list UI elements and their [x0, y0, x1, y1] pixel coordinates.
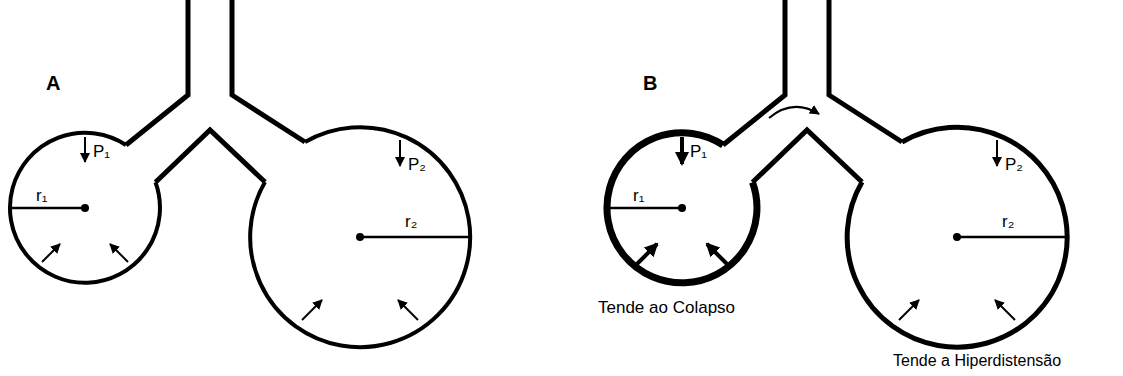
large-alveolus — [250, 127, 470, 347]
pressure-arrow — [707, 244, 727, 264]
pressure-label: P₂ — [408, 155, 426, 175]
pressure-arrow — [84, 137, 86, 162]
radius-line — [607, 207, 682, 210]
label-holder: r₁ — [36, 186, 47, 206]
pressure-arrow — [302, 300, 322, 320]
center-dot — [953, 233, 961, 241]
label-holder: r₁ — [633, 186, 644, 206]
caption-note: Tende ao Colapso — [598, 298, 735, 318]
label-holder: A — [46, 72, 60, 95]
radius-line — [360, 236, 470, 239]
label-holder: P₁ — [690, 142, 707, 162]
pressure-arrow — [996, 140, 998, 166]
pressure-arrows — [769, 107, 1015, 320]
pressure-arrow — [899, 300, 919, 320]
pressure-arrow — [637, 244, 657, 264]
pressure-label: P₁ — [93, 142, 110, 162]
radius-line — [957, 236, 1067, 239]
radius-label: r₁ — [633, 186, 644, 206]
center-dot — [678, 204, 686, 212]
panel-b-drawing — [607, 0, 1067, 347]
radius-label: r₂ — [1002, 212, 1014, 232]
label-holder: P₁ — [93, 142, 110, 162]
label-holder: r₂ — [405, 212, 417, 232]
airway-wall — [753, 130, 863, 182]
label-holder: P₂ — [1005, 155, 1023, 175]
pressure-arrow — [399, 140, 401, 166]
panel-letter: B — [643, 72, 657, 95]
small-alveolus — [607, 133, 757, 283]
radius-label: r₁ — [36, 186, 47, 206]
small-alveolus — [10, 133, 160, 283]
airway-walls — [126, 0, 305, 182]
radius-line — [10, 207, 85, 210]
label-holder: Tende ao Colapso — [598, 298, 735, 318]
pressure-arrow — [398, 300, 418, 320]
airway-wall — [126, 0, 188, 145]
pressure-arrow — [42, 244, 60, 262]
airway-wall — [723, 0, 785, 145]
pressure-arrow — [995, 300, 1015, 320]
pressure-arrow — [680, 137, 684, 164]
label-holder: P₂ — [408, 155, 426, 175]
airway-walls — [723, 0, 902, 182]
airway-wall — [232, 0, 305, 142]
center-dot — [356, 233, 364, 241]
pressure-arrows — [637, 137, 727, 264]
airway-wall — [829, 0, 902, 142]
pressure-label: P₂ — [1005, 155, 1023, 175]
panel-letter: A — [46, 72, 60, 95]
large-alveolus — [847, 127, 1067, 347]
airway-wall — [156, 130, 266, 182]
center-dot — [81, 204, 89, 212]
panel-a-drawing — [10, 0, 470, 347]
pressure-arrow — [110, 244, 128, 262]
pressure-label: P₁ — [690, 142, 707, 162]
label-holder: r₂ — [1002, 212, 1014, 232]
caption-note: Tende a Hiperdistensão — [893, 352, 1061, 370]
airflow-arrow — [769, 107, 819, 118]
pressure-arrows — [42, 137, 418, 320]
label-holder: B — [643, 72, 657, 95]
label-holder: Tende a Hiperdistensão — [893, 352, 1061, 370]
radius-label: r₂ — [405, 212, 417, 232]
